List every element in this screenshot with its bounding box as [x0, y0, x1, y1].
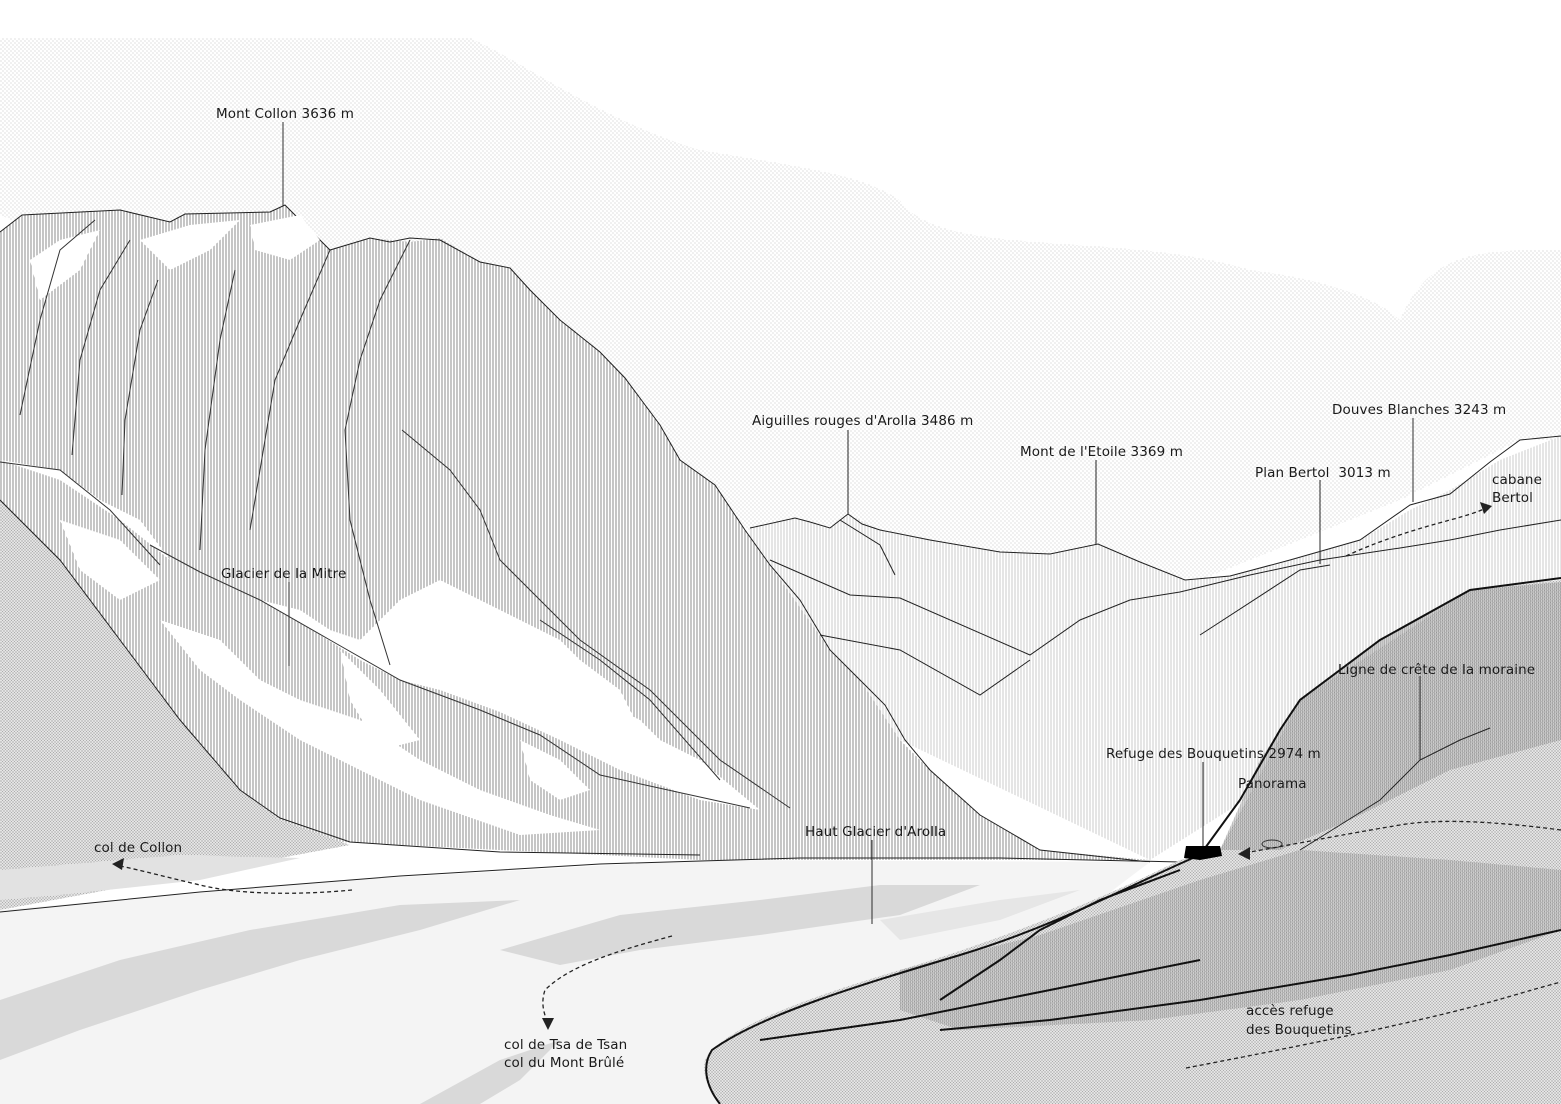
label-mont-collon: Mont Collon 3636 m: [216, 106, 354, 122]
label-mont-etoile: Mont de l'Etoile 3369 m: [1020, 444, 1183, 460]
label-panorama: Panorama: [1238, 776, 1307, 792]
label-cabane-bertol-2: Bertol: [1492, 490, 1533, 506]
tertiary-ridge: [819, 634, 1031, 696]
refuge-bouquetins-hut: [1184, 846, 1222, 860]
distant-range: [750, 436, 1561, 860]
panorama-marker-icon: [1261, 839, 1283, 849]
spur-ridge: [1199, 564, 1331, 636]
moraine-inner-ridge: [939, 869, 1181, 1001]
spur-ridge-2: [839, 519, 896, 576]
moraine-crest-band: [1220, 582, 1561, 850]
label-acces-1: accès refuge: [1246, 1003, 1334, 1019]
route-lines: [112, 502, 1561, 1069]
left-slope-outline: [0, 499, 701, 856]
label-col-collon: col de Collon: [94, 840, 182, 856]
label-col-tsa-2: col du Mont Brûlé: [504, 1055, 624, 1071]
label-acces-2: des Bouquetins: [1246, 1022, 1352, 1038]
moraine-upper-edge: [1199, 577, 1561, 856]
glacier-shadows: [0, 855, 1080, 1104]
glacier-surface: [0, 860, 1150, 1104]
label-col-tsa-1: col de Tsa de Tsan: [504, 1037, 627, 1053]
label-ligne-crete: Ligne de crête de la moraine: [1338, 662, 1535, 678]
label-plan-bertol: Plan Bertol 3013 m: [1255, 465, 1391, 481]
label-douves-blanches: Douves Blanches 3243 m: [1332, 402, 1506, 418]
mont-collon-ridge: [0, 204, 1151, 863]
moraine-lower-band: [900, 850, 1561, 1030]
left-rock-slope: [0, 500, 350, 910]
leader-lines: [282, 122, 1421, 924]
label-aiguilles-rouges: Aiguilles rouges d'Arolla 3486 m: [752, 413, 973, 429]
secondary-ridge: [769, 519, 1561, 656]
label-refuge-bouquetins: Refuge des Bouquetins 2974 m: [1106, 746, 1321, 762]
label-cabane-bertol-1: cabane: [1492, 472, 1542, 488]
label-haut-glacier: Haut Glacier d'Arolla: [805, 824, 946, 840]
glacier-edge: [0, 857, 1181, 913]
sky-cloud: [0, 38, 1561, 580]
couloir-lines: [0, 219, 791, 809]
label-glacier-mitre: Glacier de la Mitre: [221, 566, 346, 582]
moraine-crest-line: [939, 929, 1561, 1031]
moraine-crest-upper: [759, 959, 1201, 1041]
snow-patches: [0, 215, 760, 835]
distant-ridge: [749, 435, 1561, 581]
